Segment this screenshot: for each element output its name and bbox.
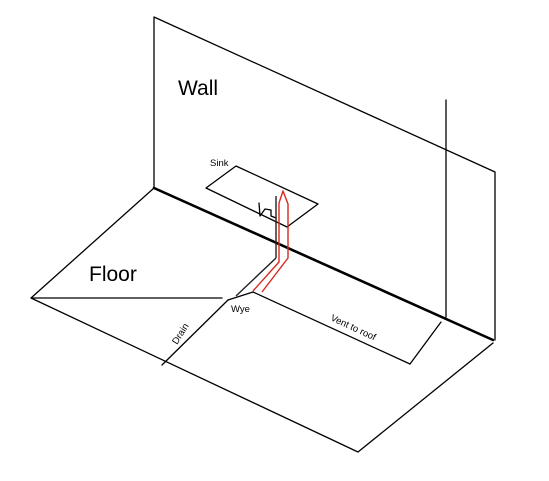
wall-label: Wall	[178, 77, 218, 100]
drain-label: Drain	[170, 322, 191, 347]
floor-plane	[30, 187, 494, 453]
wall-plane	[153, 16, 496, 341]
sink-faucet	[258, 202, 277, 219]
floor-outline	[30, 187, 494, 453]
drain-and-vent-run	[161, 291, 442, 366]
sink-label: Sink	[210, 158, 229, 169]
vent-pipe	[252, 190, 289, 293]
wye-label: Wye	[231, 304, 250, 315]
wall-floor-junction	[152, 186, 495, 342]
drain-trench-line	[161, 299, 229, 366]
vent-trench-end	[409, 321, 442, 365]
vent-label: Vent to roof	[329, 313, 378, 344]
floor-label: Floor	[89, 263, 137, 286]
drain-trench-edge	[227, 291, 254, 301]
wall-outline	[153, 16, 496, 341]
vent-trench-line	[252, 291, 411, 365]
drain-riser	[235, 196, 277, 297]
